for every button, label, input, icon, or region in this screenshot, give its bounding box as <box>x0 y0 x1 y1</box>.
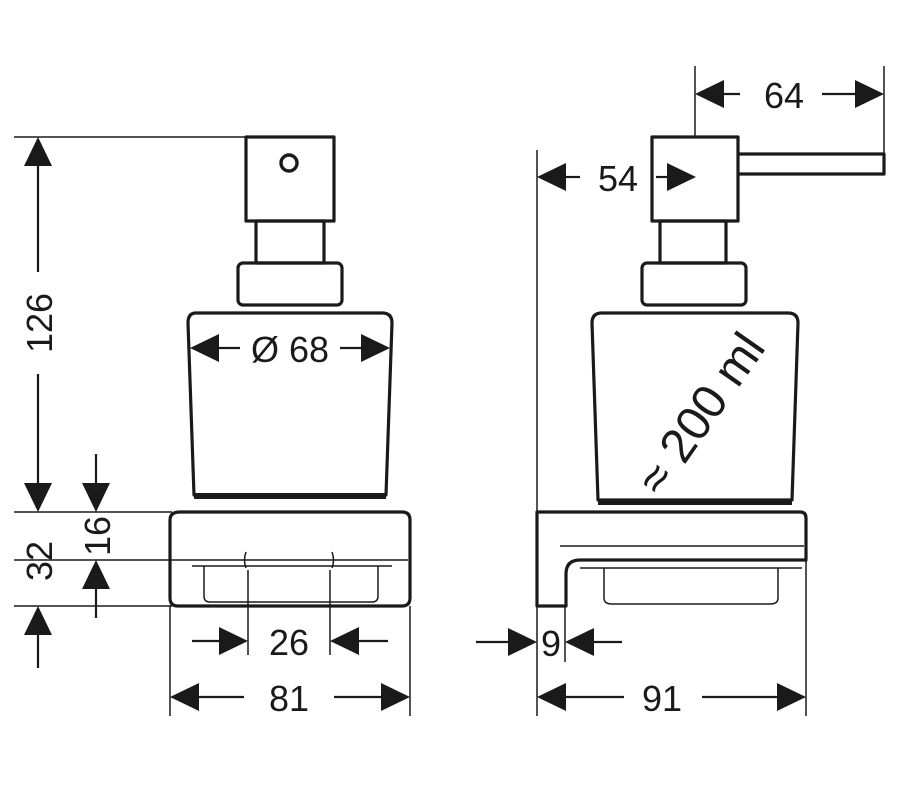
pump-head-hole <box>279 153 299 173</box>
front-view: 126 32 16 Ø 68 <box>14 135 412 719</box>
side-pump-collar <box>640 261 748 307</box>
dimension-16: 16 <box>77 454 118 618</box>
dimension-9: 9 <box>476 623 622 664</box>
dimension-81-label: 81 <box>269 678 309 719</box>
dimension-diameter-68: Ø 68 <box>190 329 390 370</box>
screw-mark-left <box>243 551 247 569</box>
dimension-9-label: 9 <box>541 623 561 664</box>
pump-collar <box>236 261 344 307</box>
side-wall-bracket <box>535 510 808 608</box>
side-pump-head <box>650 135 740 223</box>
dimension-26: 26 <box>192 622 388 663</box>
dimension-54: 54 <box>537 158 696 199</box>
side-nozzle <box>738 152 886 176</box>
pump-neck <box>254 219 326 265</box>
dimension-16-label: 16 <box>77 516 118 556</box>
dimension-64-label: 64 <box>764 75 804 116</box>
screw-mark-right <box>331 551 335 569</box>
side-pump-neck <box>658 219 728 265</box>
pump-head <box>244 135 336 223</box>
holder-base <box>168 510 412 608</box>
dimension-126: 126 <box>19 137 60 512</box>
side-tray <box>603 568 779 605</box>
dimension-32-label: 32 <box>19 541 60 581</box>
dimension-91: 91 <box>537 678 806 719</box>
side-view: 64 54 9 91 ≈ 200 ml <box>476 66 886 719</box>
dimension-26-label: 26 <box>269 622 309 663</box>
dimension-32: 32 <box>19 541 60 668</box>
dimension-54-label: 54 <box>598 158 638 199</box>
dimension-126-label: 126 <box>19 293 60 353</box>
dimension-64: 64 <box>695 75 884 116</box>
dimension-91-label: 91 <box>642 678 682 719</box>
dimension-diameter-label: Ø 68 <box>251 329 329 370</box>
holder-tray <box>203 566 379 603</box>
volume-label: ≈ 200 ml <box>627 324 776 505</box>
dimension-81: 81 <box>170 678 410 719</box>
